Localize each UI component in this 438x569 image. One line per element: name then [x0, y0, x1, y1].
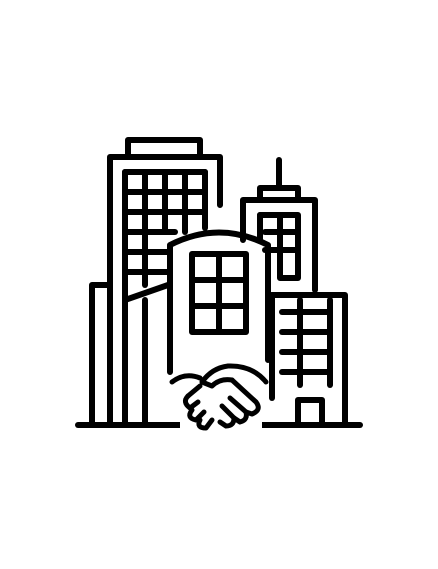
right-lower-building — [269, 292, 348, 428]
center-shield-building — [167, 229, 271, 375]
right-spire-building — [240, 157, 318, 293]
handshake-icon — [169, 363, 269, 431]
left-short-building — [89, 282, 113, 428]
left-tower-building — [107, 137, 223, 428]
